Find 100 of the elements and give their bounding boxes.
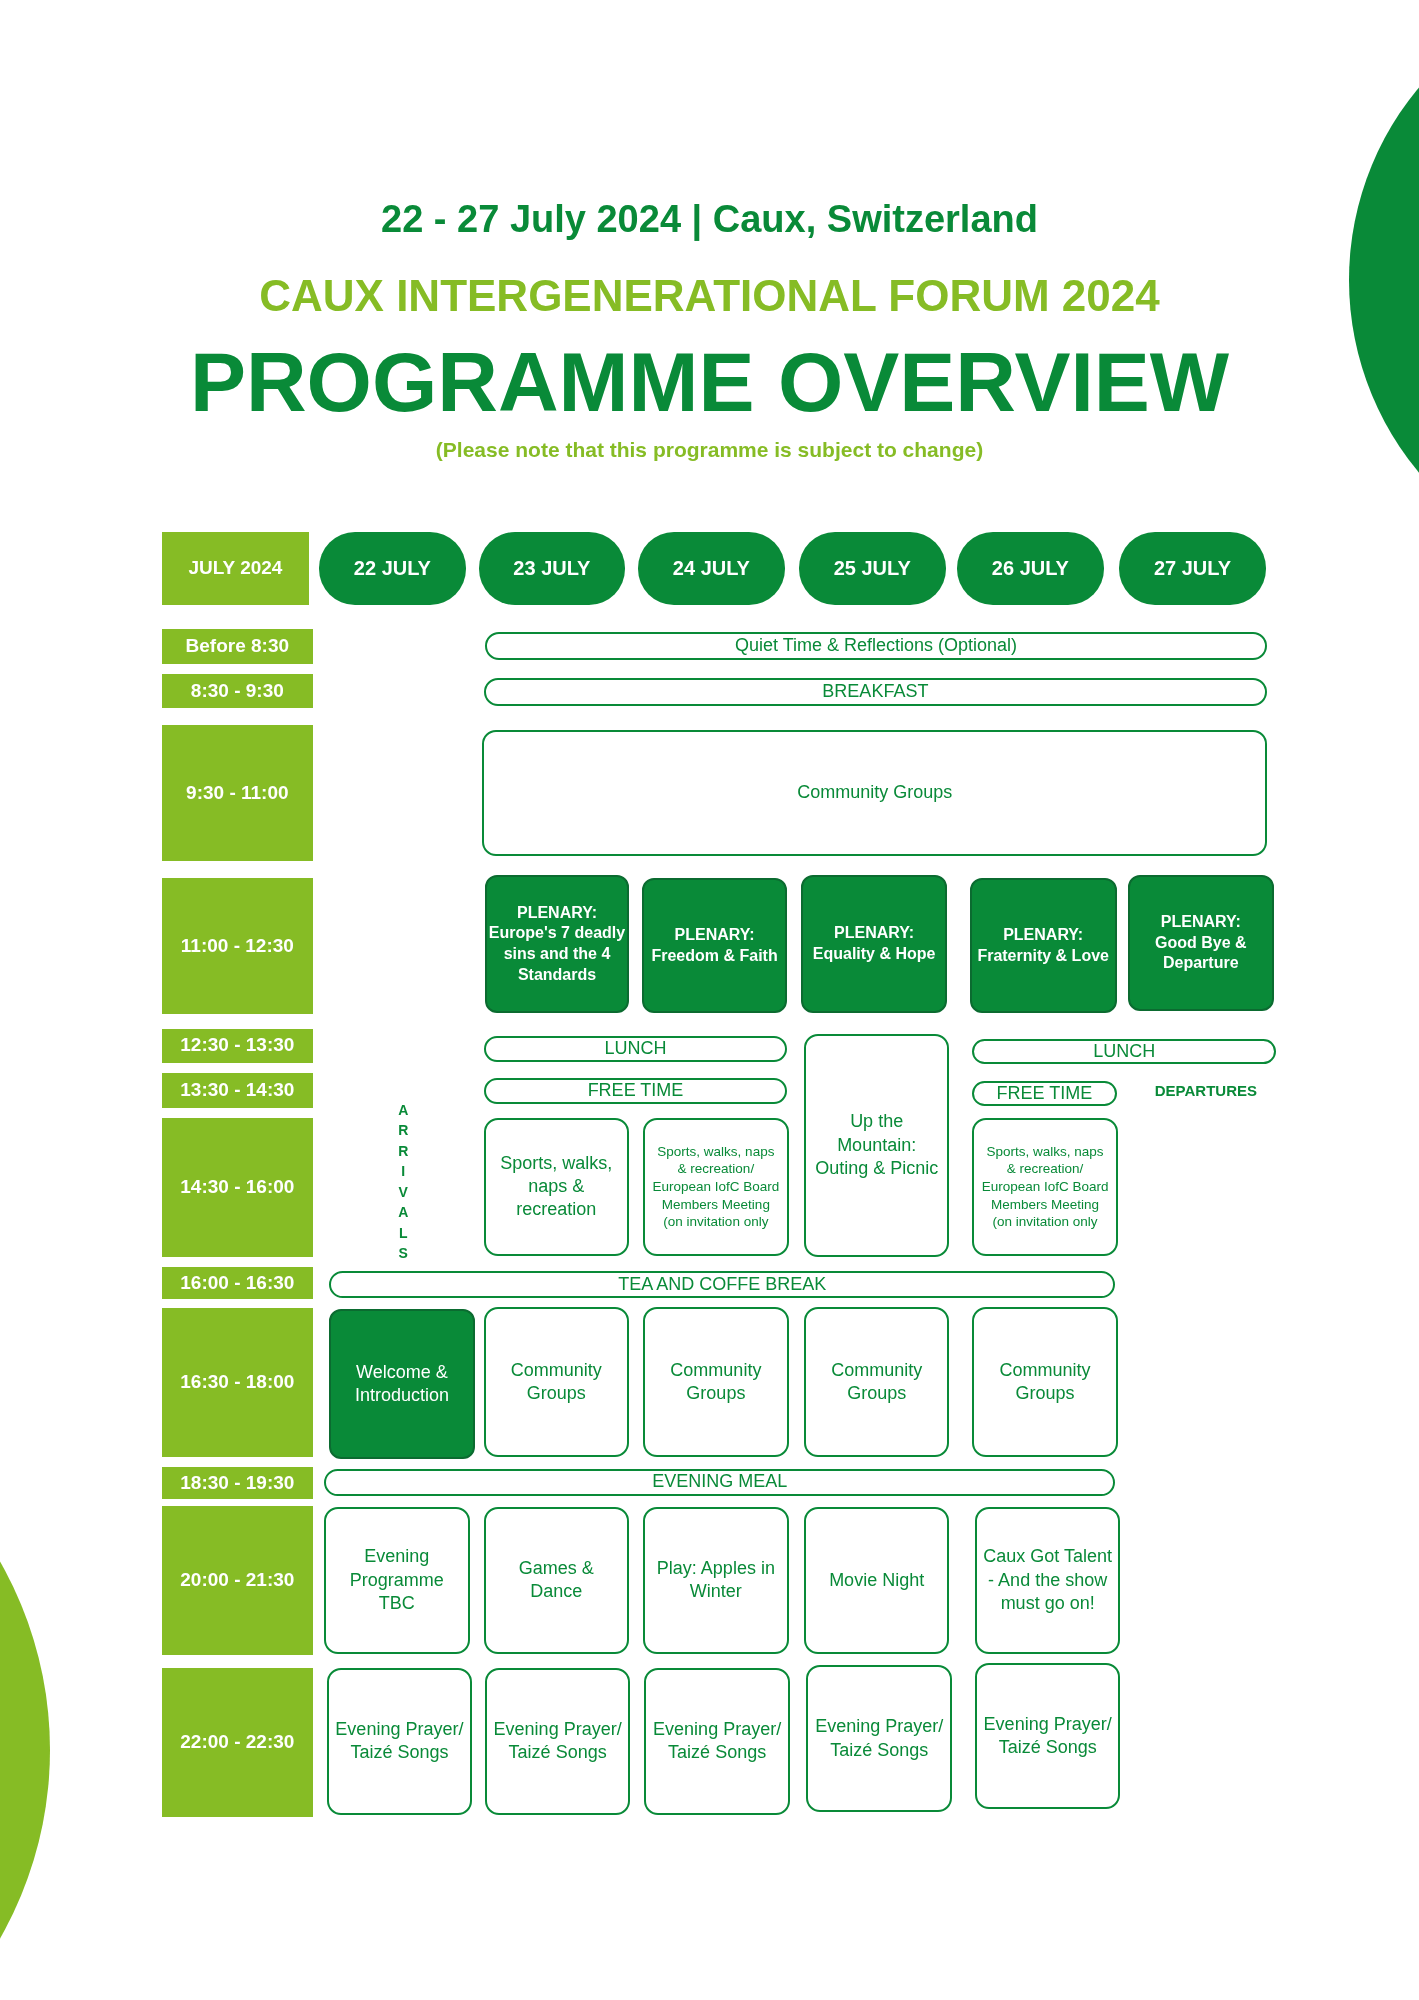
side-label: DEPARTURES bbox=[1153, 1082, 1258, 1100]
date-heading: 22 - 27 July 2024 | Caux, Switzerland bbox=[380, 197, 1039, 241]
plenary-box bbox=[641, 877, 788, 1014]
time-slot bbox=[162, 877, 313, 1015]
session-text: Community Groups bbox=[998, 1358, 1092, 1405]
time-label: 11:00 - 12:30 bbox=[180, 933, 294, 958]
time-slot bbox=[162, 1028, 313, 1063]
session-box bbox=[483, 1078, 788, 1104]
column-heading: 26 JULY bbox=[991, 556, 1069, 582]
plenary-box bbox=[1128, 875, 1274, 1011]
time-slot bbox=[162, 673, 313, 709]
session-box bbox=[324, 1468, 1116, 1496]
time-label: 16:00 - 16:30 bbox=[180, 1270, 295, 1295]
session-box bbox=[803, 1507, 950, 1654]
session-text: LUNCH bbox=[1093, 1039, 1156, 1063]
time-label: 9:30 - 11:00 bbox=[186, 780, 289, 805]
session-title: PLENARY: bbox=[674, 924, 755, 945]
time-label: 8:30 - 9:30 bbox=[190, 678, 284, 703]
session-text: Movie Night bbox=[829, 1568, 925, 1592]
column-heading: 23 JULY bbox=[513, 556, 591, 582]
session-text: Sports, walks, naps & recreation bbox=[499, 1151, 614, 1222]
session-box bbox=[483, 1036, 788, 1062]
session-text: Welcome & Introduction bbox=[353, 1360, 450, 1407]
session-text: FREE TIME bbox=[996, 1081, 1093, 1105]
session-box bbox=[484, 1667, 631, 1815]
session-text: Evening Prayer/ Taizé Songs bbox=[652, 1717, 782, 1765]
session-box bbox=[643, 1117, 789, 1256]
session-text: Sports, walks, naps & recreation/ European IofC Board Members Meeting (on invitation only bbox=[651, 1142, 781, 1231]
session-box bbox=[329, 1309, 475, 1459]
note-text: (Please note that this programme is subject to change) bbox=[434, 437, 985, 462]
time-slot bbox=[162, 1117, 313, 1257]
column-heading: JULY 2024 bbox=[188, 556, 283, 581]
session-text: Community Groups bbox=[830, 1358, 924, 1405]
time-label: 20:00 - 21:30 bbox=[180, 1568, 295, 1593]
session-box bbox=[484, 631, 1268, 660]
session-box bbox=[806, 1665, 952, 1812]
column-heading: 22 JULY bbox=[353, 556, 431, 582]
session-box bbox=[803, 1033, 950, 1257]
month-header bbox=[162, 532, 309, 605]
session-text: Community Groups bbox=[797, 781, 953, 805]
page-title: PROGRAMME OVERVIEW bbox=[188, 334, 1231, 432]
session-text: Community Groups bbox=[669, 1358, 763, 1405]
session-box bbox=[974, 1662, 1121, 1810]
session-text: Sports, walks, naps & recreation/ European IofC Board Members Meeting (on invitation only bbox=[980, 1142, 1110, 1231]
session-text: LUNCH bbox=[604, 1037, 667, 1061]
time-label: 22:00 - 22:30 bbox=[180, 1730, 295, 1755]
column-heading: 27 JULY bbox=[1153, 556, 1231, 582]
time-slot bbox=[162, 1505, 313, 1656]
plenary-box bbox=[484, 875, 630, 1014]
time-slot bbox=[162, 1073, 313, 1108]
time-label: 12:30 - 13:30 bbox=[180, 1033, 295, 1058]
time-slot bbox=[162, 1467, 313, 1500]
session-box bbox=[972, 1080, 1117, 1107]
time-slot bbox=[162, 1307, 313, 1458]
time-label: 16:30 - 18:00 bbox=[180, 1370, 295, 1395]
time-slot bbox=[162, 724, 313, 862]
vertical-label: ARRIVALS bbox=[397, 1100, 410, 1264]
session-box bbox=[644, 1667, 790, 1815]
session-box bbox=[329, 1270, 1116, 1298]
session-box bbox=[972, 1306, 1118, 1458]
session-text: Freedom & Faith bbox=[651, 945, 778, 966]
session-text: Evening Programme TBC bbox=[348, 1545, 445, 1616]
session-box bbox=[483, 1306, 630, 1458]
session-title: PLENARY: bbox=[517, 902, 597, 923]
time-slot bbox=[162, 1667, 313, 1818]
session-box bbox=[324, 1507, 470, 1654]
session-text: Evening Prayer/ Taizé Songs bbox=[814, 1715, 944, 1762]
session-title: PLENARY: bbox=[834, 923, 915, 944]
session-text: FREE TIME bbox=[587, 1079, 684, 1103]
session-box bbox=[326, 1667, 473, 1815]
session-title: PLENARY: bbox=[1003, 924, 1084, 945]
session-text: Equality & Hope bbox=[812, 944, 936, 965]
session-text: TEA AND COFFE BREAK bbox=[618, 1272, 827, 1296]
session-box bbox=[483, 1507, 630, 1654]
session-box bbox=[643, 1507, 789, 1654]
time-label: Before 8:30 bbox=[185, 633, 290, 658]
session-box bbox=[483, 677, 1268, 706]
session-text: Up the Mountain: Outing & Picnic bbox=[814, 1110, 940, 1180]
event-heading: CAUX INTERGENERATIONAL FORUM 2024 bbox=[258, 270, 1161, 321]
session-text: Caux Got Talent - And the show must go on! bbox=[982, 1545, 1113, 1616]
session-text: BREAKFAST bbox=[822, 679, 929, 703]
plenary-box bbox=[801, 875, 947, 1014]
session-text: Good Bye & Departure bbox=[1154, 932, 1248, 974]
session-text: Evening Prayer/ Taizé Songs bbox=[492, 1717, 623, 1765]
session-text: Games & Dance bbox=[517, 1557, 595, 1604]
column-heading: 25 JULY bbox=[833, 556, 911, 582]
time-label: 14:30 - 16:00 bbox=[180, 1175, 295, 1200]
time-slot bbox=[162, 1267, 313, 1300]
time-label: 13:30 - 14:30 bbox=[180, 1078, 295, 1103]
session-title: PLENARY: bbox=[1160, 911, 1241, 932]
session-box bbox=[643, 1306, 789, 1458]
session-text: Evening Prayer/ Taizé Songs bbox=[334, 1717, 465, 1765]
session-text: Evening Prayer/ Taizé Songs bbox=[982, 1712, 1113, 1760]
column-heading: 24 JULY bbox=[672, 556, 750, 582]
session-text: Fraternity & Love bbox=[977, 945, 1109, 966]
session-text: Community Groups bbox=[509, 1358, 603, 1405]
session-text: Quiet Time & Reflections (Optional) bbox=[734, 634, 1018, 657]
session-text: Europe's 7 deadly sins and the 4 Standards bbox=[487, 923, 627, 986]
session-box bbox=[803, 1306, 950, 1458]
session-box bbox=[972, 1038, 1277, 1065]
